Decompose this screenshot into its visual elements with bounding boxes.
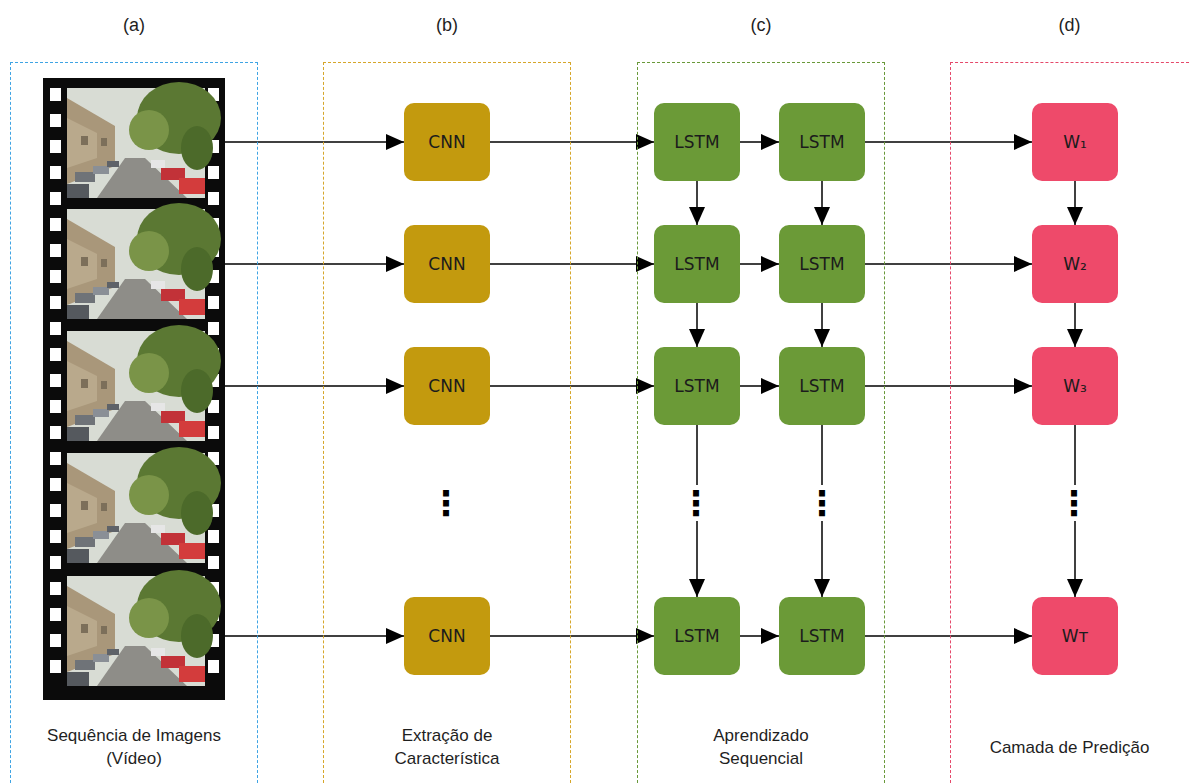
lstm-box: LSTM — [654, 103, 740, 181]
stage-region: (d) Camada de Predição W₁ W₂ W₃ Wᴛ — [950, 15, 1189, 783]
box-label: LSTM — [799, 376, 844, 396]
ellipsis-mark: ⋮ — [676, 485, 716, 521]
arrow-connector — [740, 635, 779, 637]
stage-region: (b) Extração de Característica CNN CNN CNN CN… — [323, 15, 571, 783]
arrow-connector — [490, 141, 654, 143]
prediction-box: W₃ — [1032, 347, 1118, 425]
region-border — [10, 62, 258, 783]
arrow-connector — [696, 303, 698, 347]
lstm-box: LSTM — [654, 225, 740, 303]
video-frame — [67, 325, 221, 441]
cnn-box: CNN — [404, 103, 490, 181]
arrow-connector — [490, 385, 654, 387]
region-letter: (c) — [637, 15, 885, 36]
box-label: LSTM — [674, 132, 719, 152]
region-letter: (a) — [10, 15, 258, 36]
film-body — [43, 78, 225, 700]
box-label: W₃ — [1063, 376, 1087, 396]
arrow-connector — [865, 385, 1032, 387]
video-frame — [67, 203, 221, 319]
lstm-box: LSTM — [779, 347, 865, 425]
ellipsis-mark: ⋮ — [426, 485, 466, 521]
arrow-connector — [696, 181, 698, 225]
arrow-connector — [865, 635, 1032, 637]
arrow-connector — [740, 141, 779, 143]
arrow-connector — [865, 141, 1032, 143]
box-label: LSTM — [799, 132, 844, 152]
box-label: Wᴛ — [1062, 626, 1089, 646]
arrow-connector — [225, 635, 404, 637]
region-caption: Camada de Predição — [955, 736, 1185, 759]
lstm-box: LSTM — [779, 225, 865, 303]
region-letter: (d) — [950, 15, 1189, 36]
arrow-connector — [821, 303, 823, 347]
arrow-connector — [865, 263, 1032, 265]
arrow-connector — [225, 263, 404, 265]
arrow-connector — [1074, 181, 1076, 225]
arrow-connector — [225, 141, 404, 143]
region-caption: Aprendizado Sequencial — [686, 724, 836, 770]
arrow-connector — [740, 263, 779, 265]
box-label: CNN — [428, 376, 465, 396]
box-label: LSTM — [674, 376, 719, 396]
prediction-box: Wᴛ — [1032, 597, 1118, 675]
video-frame — [67, 82, 221, 198]
stage-region: (c) Aprendizado Sequencial LSTM LSTM LSTM LST… — [637, 15, 885, 783]
box-label: CNN — [428, 626, 465, 646]
cnn-box: CNN — [404, 347, 490, 425]
lstm-box: LSTM — [779, 597, 865, 675]
video-frame — [67, 447, 221, 563]
lstm-box: LSTM — [779, 103, 865, 181]
cnn-box: CNN — [404, 225, 490, 303]
lstm-box: LSTM — [654, 347, 740, 425]
arrow-connector — [740, 385, 779, 387]
box-label: W₂ — [1063, 254, 1087, 274]
box-label: CNN — [428, 254, 465, 274]
ellipsis-mark: ⋮ — [1054, 485, 1094, 521]
region-letter: (b) — [323, 15, 571, 36]
ellipsis-mark: ⋮ — [802, 485, 842, 521]
arrow-connector — [490, 263, 654, 265]
lstm-box: LSTM — [654, 597, 740, 675]
box-label: W₁ — [1063, 132, 1087, 152]
cnn-box: CNN — [404, 597, 490, 675]
box-label: LSTM — [799, 626, 844, 646]
box-label: LSTM — [674, 626, 719, 646]
box-label: CNN — [428, 132, 465, 152]
box-label: LSTM — [674, 254, 719, 274]
video-frame — [67, 570, 221, 686]
region-caption: Sequência de Imagens (Vídeo) — [27, 724, 242, 770]
stage-region: (a) Sequência de Imagens (Vídeo) — [10, 15, 258, 783]
prediction-box: W₁ — [1032, 103, 1118, 181]
region-caption: Extração de Característica — [372, 724, 522, 770]
arrow-connector — [490, 635, 654, 637]
arrow-connector — [821, 181, 823, 225]
prediction-box: W₂ — [1032, 225, 1118, 303]
arrow-connector — [1074, 303, 1076, 347]
box-label: LSTM — [799, 254, 844, 274]
arrow-connector — [225, 385, 404, 387]
